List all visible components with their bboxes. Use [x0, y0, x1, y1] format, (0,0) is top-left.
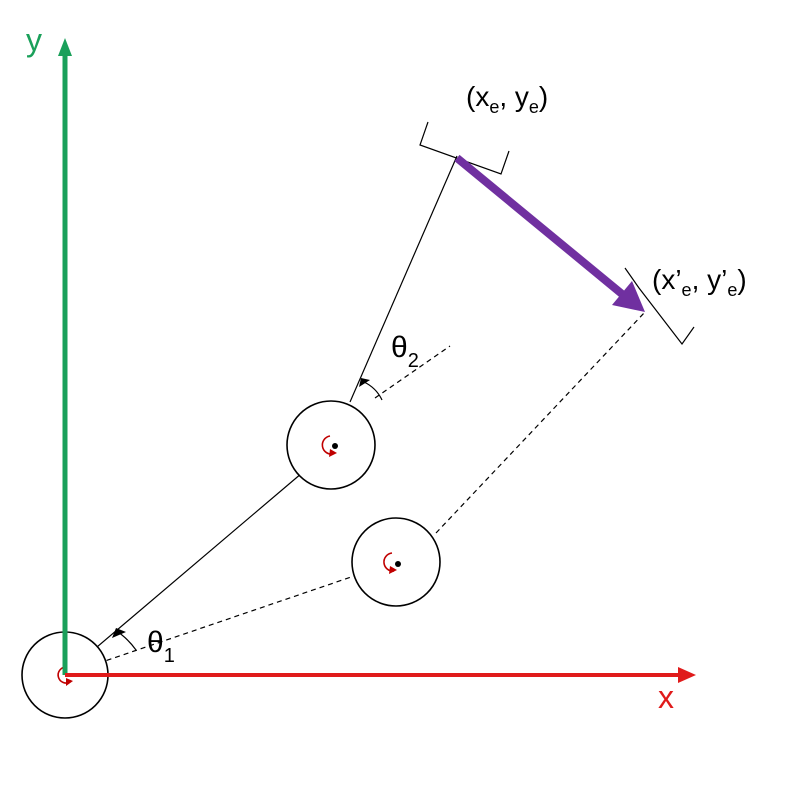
link-1-extension-dashed — [374, 345, 451, 399]
theta1-arc-arrowhead — [112, 628, 126, 638]
link-1 — [63, 472, 303, 676]
elbow-joint-center — [332, 443, 338, 449]
end-effector-label: (xe, ye) — [466, 81, 548, 117]
theta1-label: θ1 — [147, 626, 175, 667]
link-1-dashed — [63, 574, 358, 676]
theta1-arc — [117, 631, 137, 651]
elbow-rotation-icon — [321, 435, 337, 457]
elbow-displaced-rotation-icon — [383, 552, 397, 574]
x-axis-arrowhead — [678, 667, 696, 683]
displacement-arrow — [454, 154, 625, 298]
theta2-arc-arrowhead — [359, 378, 370, 387]
link-2 — [349, 155, 458, 403]
x-axis-label: x — [658, 679, 674, 715]
end-effector-displaced-label: (x’e, y’e) — [652, 264, 747, 300]
link-2-dashed — [435, 311, 646, 534]
end-effector-displaced-bracket — [624, 267, 695, 346]
elbow-joint — [286, 400, 376, 490]
y-axis-arrowhead — [58, 38, 72, 56]
elbow-joint-displaced-center — [395, 561, 401, 567]
y-axis-label: y — [26, 22, 42, 58]
theta2-arc — [363, 381, 383, 401]
theta2-label: θ2 — [391, 331, 419, 372]
displacement-arrowhead — [612, 281, 645, 312]
